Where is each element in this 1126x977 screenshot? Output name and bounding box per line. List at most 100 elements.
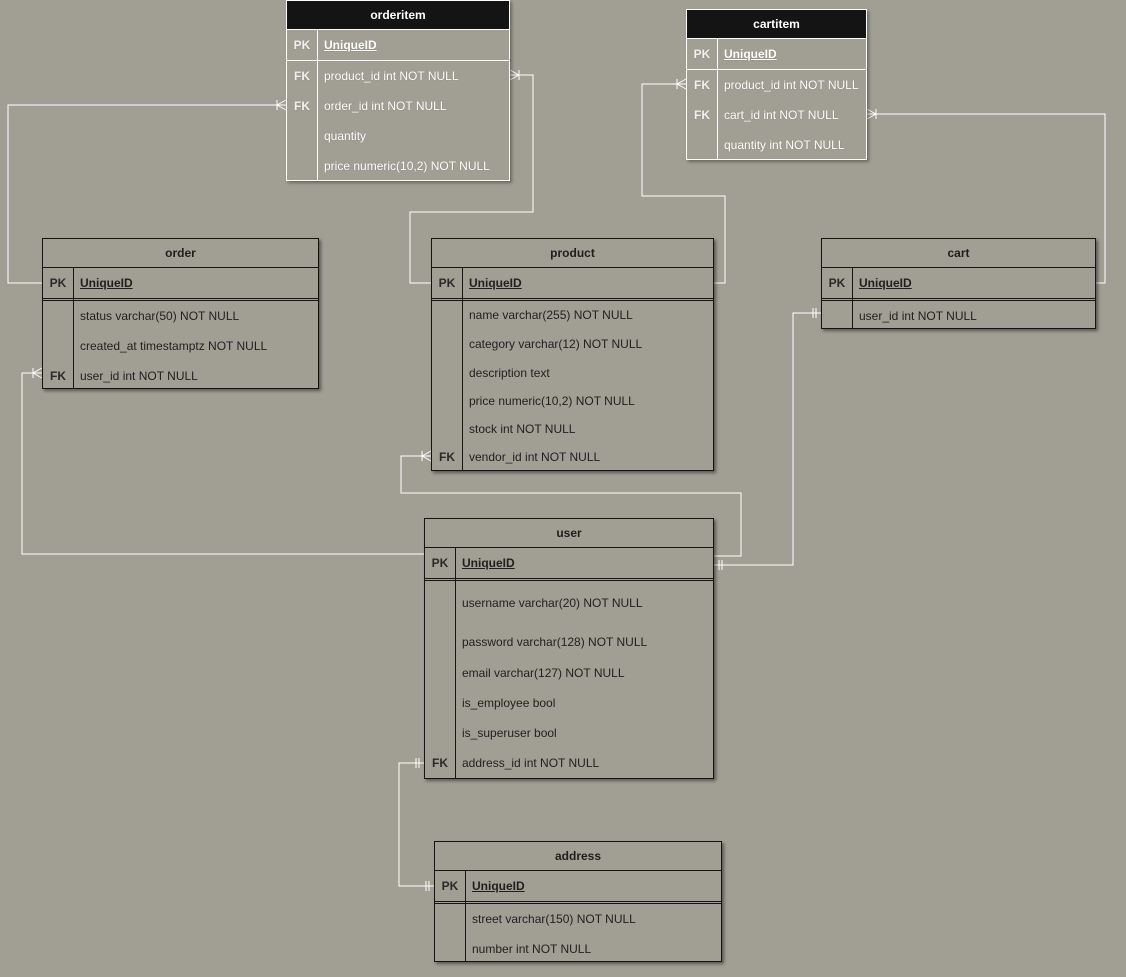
table-row[interactable]: stock int NOT NULL	[432, 415, 713, 443]
table-row[interactable]: FK order_id int NOT NULL	[287, 91, 509, 121]
key-label	[435, 904, 465, 934]
field-label: UniqueID	[859, 276, 912, 290]
table-row[interactable]: PK UniqueID	[287, 30, 509, 61]
table-title: cart	[822, 239, 1095, 268]
field-label: UniqueID	[462, 556, 515, 570]
table-row[interactable]: price numeric(10,2) NOT NULL	[432, 387, 713, 415]
key-label	[432, 415, 462, 443]
field-label: category varchar(12) NOT NULL	[469, 337, 643, 351]
key-label	[43, 301, 73, 331]
table-row[interactable]: password varchar(128) NOT NULL	[425, 626, 713, 658]
field-label: username varchar(20) NOT NULL	[462, 596, 643, 610]
table-title: address	[435, 842, 721, 871]
table-row[interactable]: user_id int NOT NULL	[822, 301, 1095, 331]
field-label: product_id int NOT NULL	[324, 69, 459, 83]
key-label	[687, 130, 717, 160]
crows-foot-marker	[276, 99, 287, 106]
table-row[interactable]: PK UniqueID	[425, 548, 713, 581]
field-label: order_id int NOT NULL	[324, 99, 447, 113]
key-label: FK	[294, 69, 310, 83]
table-title: user	[425, 519, 713, 548]
key-label	[425, 581, 455, 626]
key-label: FK	[294, 99, 310, 113]
key-label: FK	[432, 756, 448, 770]
field-label: stock int NOT NULL	[469, 422, 576, 436]
table-row[interactable]: created_at timestamptz NOT NULL	[43, 331, 318, 361]
key-label: FK	[50, 369, 66, 383]
edge-cart-user	[714, 312, 821, 566]
field-label: is_superuser bool	[462, 726, 557, 740]
table-row[interactable]: FK product_id int NOT NULL	[287, 61, 509, 91]
table-row[interactable]: email varchar(127) NOT NULL	[425, 658, 713, 688]
field-label: UniqueID	[324, 38, 377, 52]
field-label: product_id int NOT NULL	[724, 78, 859, 92]
crows-foot-marker	[32, 372, 43, 379]
table-row[interactable]: FK vendor_id int NOT NULL	[432, 443, 713, 471]
field-label: cart_id int NOT NULL	[724, 108, 839, 122]
key-label	[287, 151, 317, 181]
table-row[interactable]: name varchar(255) NOT NULL	[432, 301, 713, 330]
field-label: vendor_id int NOT NULL	[469, 450, 601, 464]
table-cart[interactable]: cart PK UniqueID user_id int NOT NULL	[821, 238, 1096, 329]
crows-foot-marker	[509, 74, 520, 81]
field-label: price numeric(10,2) NOT NULL	[324, 159, 490, 173]
key-column-divider	[465, 871, 466, 961]
key-label: PK	[49, 276, 67, 290]
edge-user-address	[398, 762, 434, 887]
table-row[interactable]: PK UniqueID	[435, 871, 721, 904]
key-label: PK	[293, 38, 311, 52]
key-label	[435, 934, 465, 964]
crows-foot-marker	[866, 113, 877, 120]
table-row[interactable]: is_superuser bool	[425, 718, 713, 748]
table-address[interactable]: address PK UniqueID street varchar(150) N…	[434, 841, 722, 962]
key-label: FK	[694, 108, 710, 122]
field-label: status varchar(50) NOT NULL	[80, 309, 240, 323]
key-label: FK	[439, 450, 455, 464]
table-row[interactable]: number int NOT NULL	[435, 934, 721, 964]
field-label: password varchar(128) NOT NULL	[462, 635, 648, 649]
table-user[interactable]: user PK UniqueID username varchar(20) NOT…	[424, 518, 714, 779]
table-row[interactable]: quantity	[287, 121, 509, 151]
table-row[interactable]: quantity int NOT NULL	[687, 130, 866, 160]
table-row[interactable]: is_employee bool	[425, 688, 713, 718]
key-label	[425, 718, 455, 748]
key-column-divider	[717, 39, 718, 159]
key-label	[43, 331, 73, 361]
table-row[interactable]: FK cart_id int NOT NULL	[687, 100, 866, 130]
key-label: PK	[693, 47, 711, 61]
key-label: PK	[441, 879, 459, 893]
table-row[interactable]: description text	[432, 359, 713, 387]
table-row[interactable]: status varchar(50) NOT NULL	[43, 301, 318, 331]
key-label: PK	[431, 556, 449, 570]
table-row[interactable]: username varchar(20) NOT NULL	[425, 581, 713, 626]
field-label: price numeric(10,2) NOT NULL	[469, 394, 635, 408]
crows-foot-marker	[421, 450, 432, 457]
table-title: order	[43, 239, 318, 268]
table-title: product	[432, 239, 713, 268]
table-row[interactable]: FK product_id int NOT NULL	[687, 70, 866, 100]
field-label: quantity	[324, 129, 367, 143]
field-label: UniqueID	[472, 879, 525, 893]
table-row[interactable]: street varchar(150) NOT NULL	[435, 904, 721, 934]
crows-foot-marker	[276, 104, 287, 111]
edge-order-user	[21, 372, 424, 555]
edge-cartitem-cart	[867, 113, 1106, 284]
key-column-divider	[317, 30, 318, 180]
key-label: PK	[828, 276, 846, 290]
key-label: FK	[694, 78, 710, 92]
table-row[interactable]: PK UniqueID	[822, 268, 1095, 301]
table-row[interactable]: price numeric(10,2) NOT NULL	[287, 151, 509, 181]
field-label: number int NOT NULL	[472, 942, 592, 956]
crows-foot-marker	[509, 69, 520, 76]
table-row[interactable]: category varchar(12) NOT NULL	[432, 330, 713, 359]
